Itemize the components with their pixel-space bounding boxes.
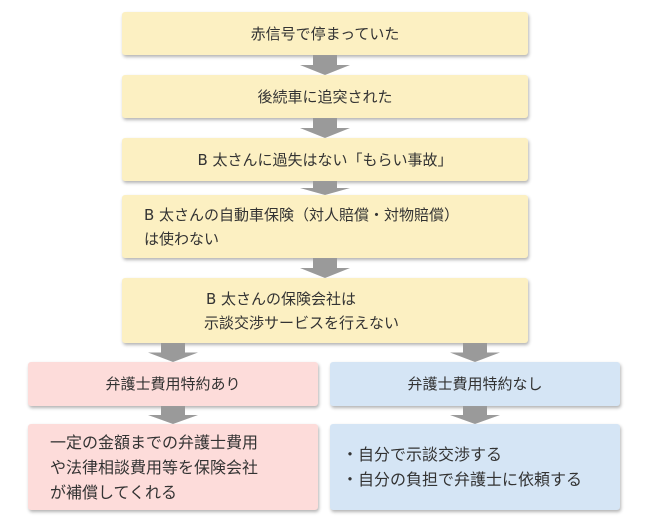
step-text: 後続車に追突された (257, 87, 393, 106)
step-no-fault: B 太さんに過失はない「もらい事故」 (122, 138, 528, 181)
with-rider-label: 弁護士費用特約あり (105, 375, 241, 393)
with-rider-result: 一定の金額までの弁護士費用や法律相談費用等を保険会社が補償してくれる (28, 424, 318, 510)
down-arrow-icon (148, 343, 198, 362)
down-arrow-icon (148, 406, 198, 424)
result-line: が補償してくれる (50, 482, 178, 502)
down-arrow-icon (300, 258, 350, 278)
without-rider-box: 弁護士費用特約なし (330, 362, 620, 406)
down-arrow-icon (450, 406, 500, 424)
without-rider-label: 弁護士費用特約なし (407, 375, 543, 393)
result-line: や法律相談費用等を保険会社 (50, 457, 259, 477)
step-text: B 太さんに過失はない「もらい事故」 (197, 150, 453, 169)
step-text: 示談交渉サービスを行えない (204, 313, 400, 332)
result-line: ・自分で示談交渉する (342, 445, 503, 464)
step-text: 赤信号で停まっていた (250, 24, 400, 43)
step-rear-ended: 後続車に追突された (122, 75, 528, 118)
down-arrow-icon (300, 55, 350, 75)
with-rider-box: 弁護士費用特約あり (28, 362, 318, 406)
step-text: B 太さんの保険会社は (206, 289, 357, 308)
step-no-settlement-service: B 太さんの保険会社は示談交渉サービスを行えない (122, 278, 528, 343)
without-rider-result: ・自分で示談交渉する・自分の負担で弁護士に依頼する (330, 424, 620, 510)
down-arrow-icon (300, 118, 350, 138)
down-arrow-icon (450, 343, 500, 362)
step-text: は使わない (144, 229, 220, 248)
step-stopped-at-red: 赤信号で停まっていた (122, 12, 528, 55)
step-insurance-not-used: B 太さんの自動車保険（対人賠償・対物賠償） は使わない (122, 195, 528, 258)
step-text: B 太さんの自動車保険（対人賠償・対物賠償） (144, 205, 460, 224)
result-line: 一定の金額までの弁護士費用 (50, 432, 259, 452)
result-line: ・自分の負担で弁護士に依頼する (342, 470, 583, 489)
down-arrow-icon (300, 181, 350, 195)
